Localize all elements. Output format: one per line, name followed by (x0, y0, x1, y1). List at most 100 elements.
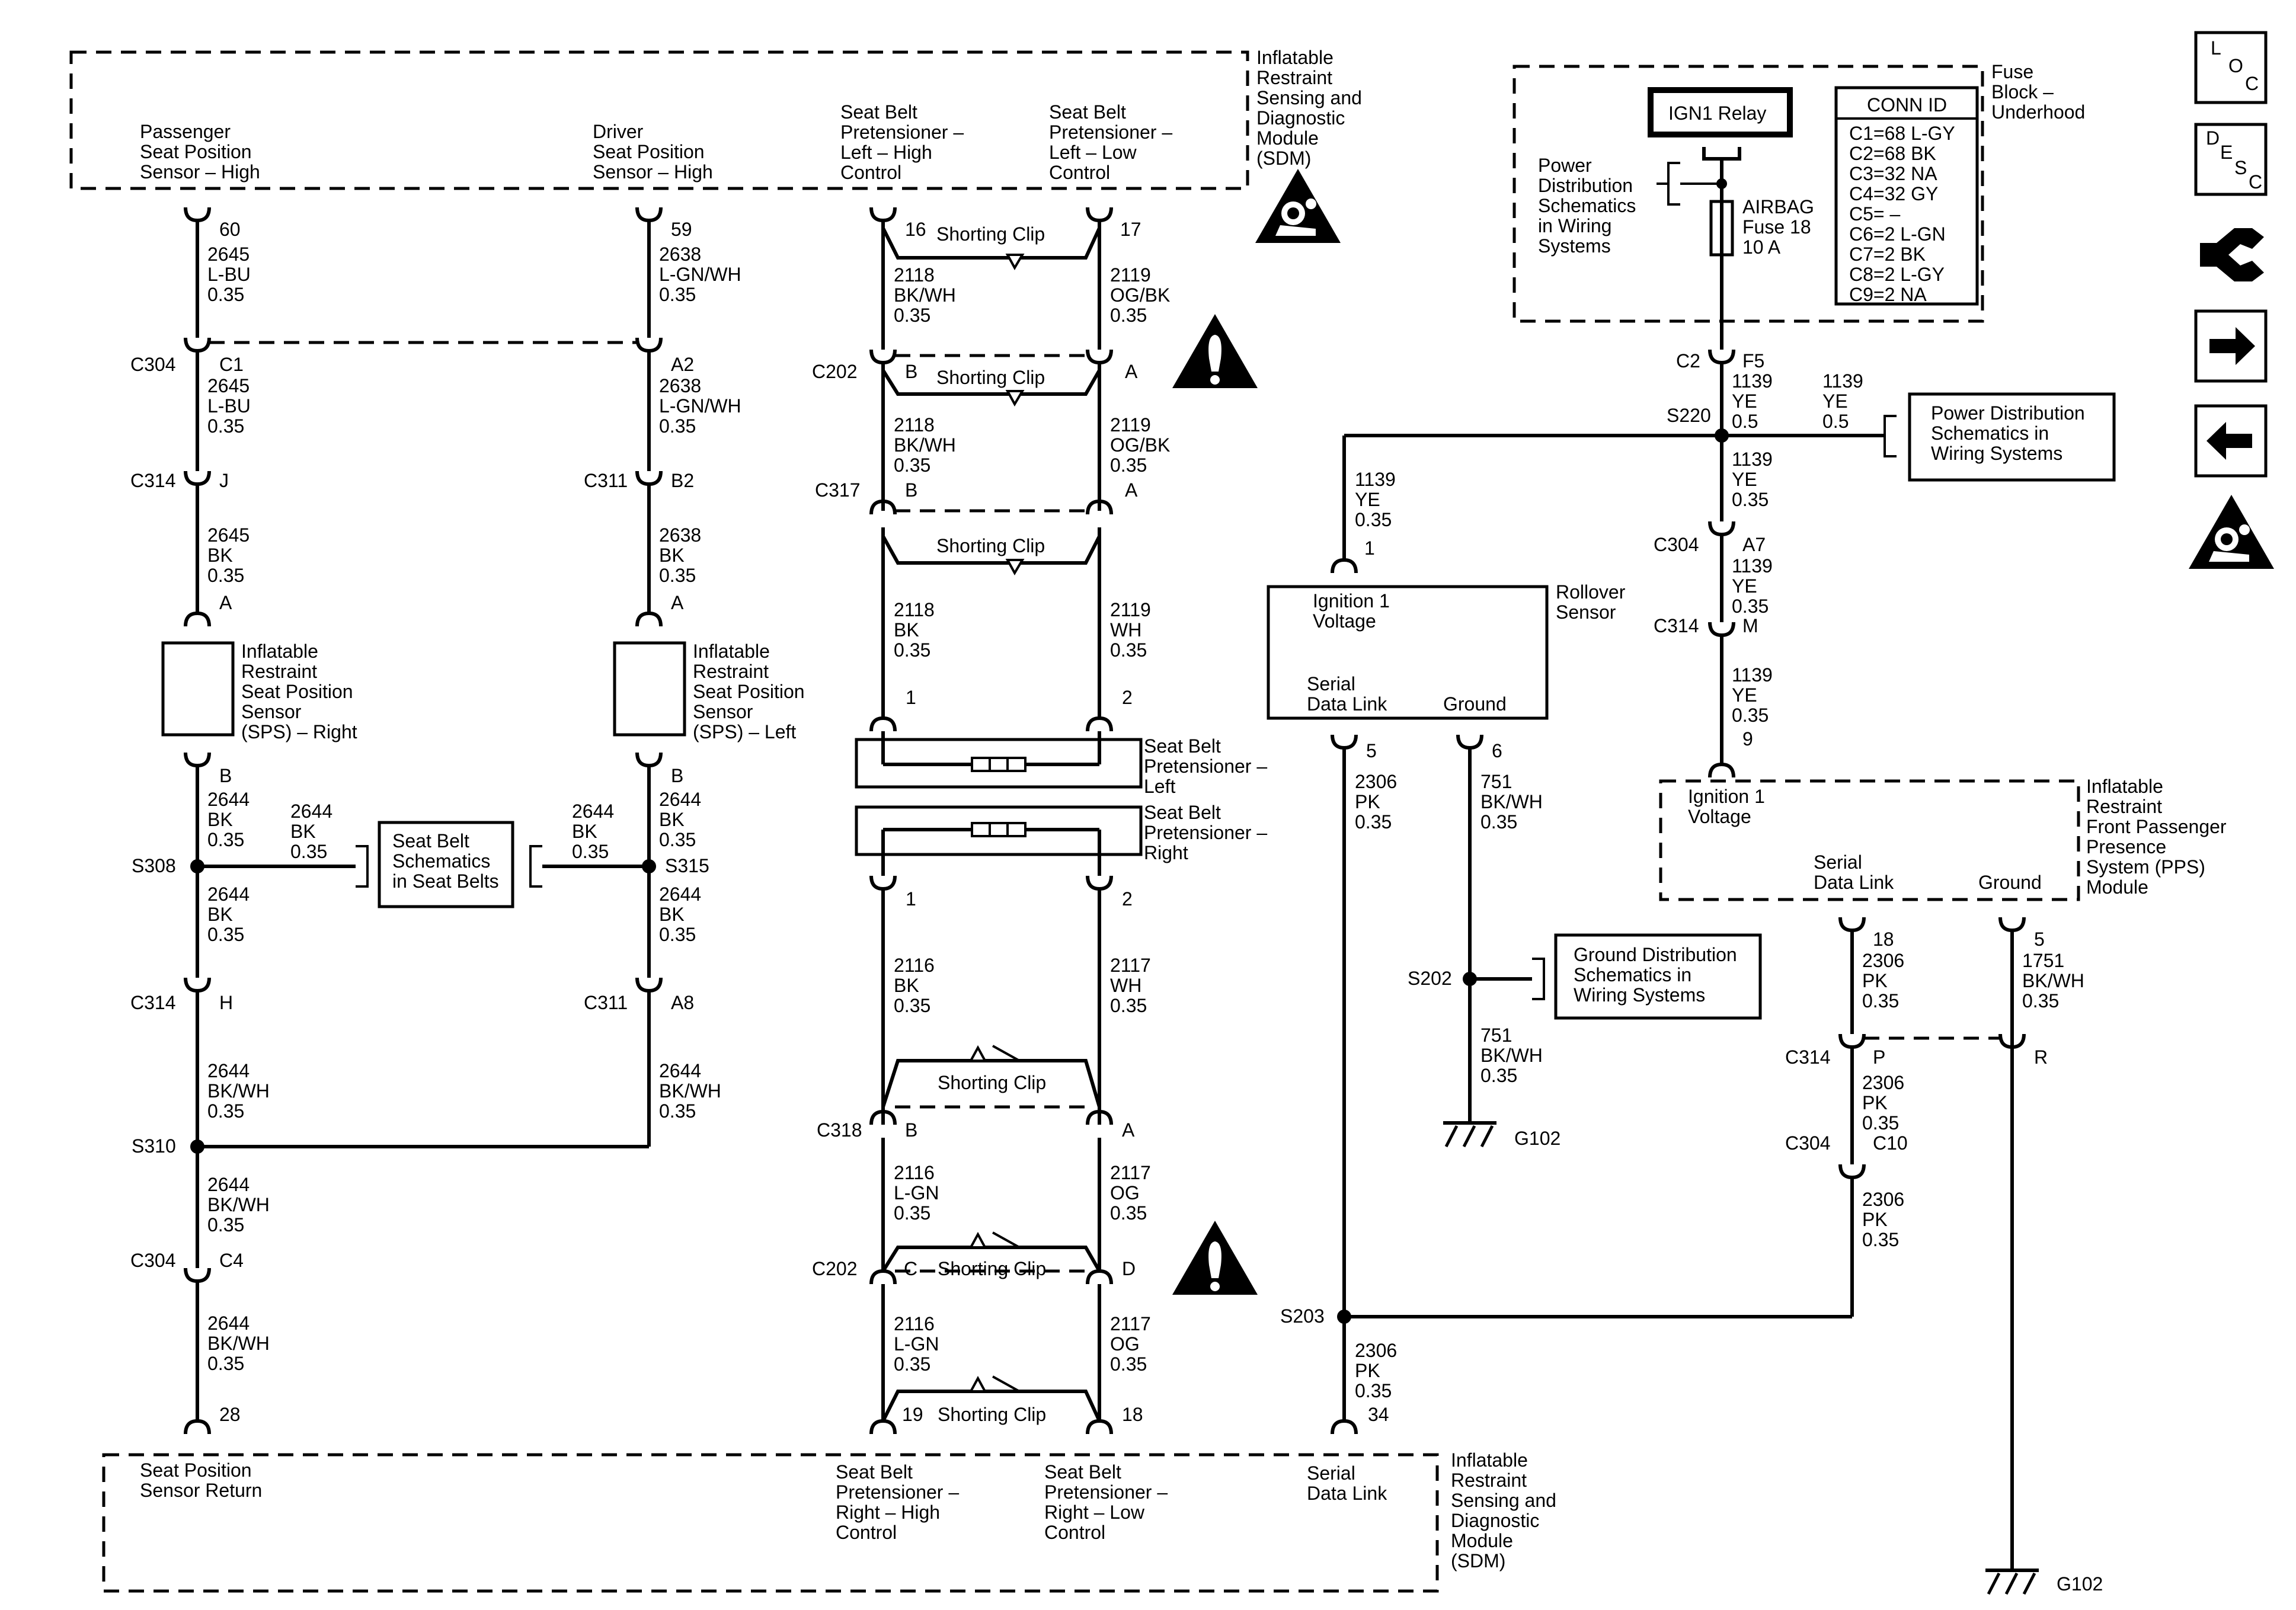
svg-text:Sensor: Sensor (693, 701, 753, 722)
svg-text:OG/BK: OG/BK (1110, 434, 1170, 456)
svg-text:Power Distribution: Power Distribution (1931, 402, 2085, 424)
svg-text:S308: S308 (132, 855, 176, 876)
svg-text:D: D (1122, 1258, 1136, 1279)
svg-text:G102: G102 (1514, 1128, 1560, 1149)
svg-text:1139: 1139 (1732, 449, 1773, 470)
svg-text:2117: 2117 (1110, 955, 1151, 976)
svg-text:Pretensioner –: Pretensioner – (1144, 756, 1267, 777)
svg-text:2644: 2644 (207, 789, 250, 810)
svg-text:C1=68 L-GY: C1=68 L-GY (1849, 123, 1955, 144)
svg-text:5: 5 (2034, 929, 2045, 950)
svg-text:Schematics in: Schematics in (1574, 964, 1691, 985)
svg-text:BK: BK (894, 619, 919, 641)
svg-text:Seat Belt: Seat Belt (1049, 101, 1126, 123)
svg-text:WH: WH (1110, 619, 1141, 641)
svg-text:Sensing and: Sensing and (1451, 1490, 1556, 1511)
svg-text:B: B (219, 765, 232, 786)
pps-module: Inflatable Restraint Front Passenger Pre… (1659, 776, 2227, 1595)
svg-text:751: 751 (1480, 771, 1512, 792)
ground-icon (1443, 1123, 1496, 1147)
svg-text:0.35: 0.35 (659, 924, 696, 945)
svg-text:S202: S202 (1408, 968, 1452, 989)
svg-text:C314: C314 (1785, 1046, 1831, 1068)
svg-text:M: M (1742, 615, 1758, 636)
svg-text:C2=68 BK: C2=68 BK (1849, 143, 1936, 164)
svg-text:Data Link: Data Link (1814, 872, 1894, 893)
sdm-bottom-terminal-serial: Serial Data Link (1307, 1462, 1387, 1504)
svg-text:Seat Position: Seat Position (241, 681, 353, 702)
svg-text:Pretensioner –: Pretensioner – (1144, 822, 1267, 843)
svg-text:Ignition 1: Ignition 1 (1313, 590, 1390, 612)
svg-text:L-GN: L-GN (894, 1182, 939, 1204)
svg-text:C202: C202 (812, 361, 858, 382)
svg-text:C8=2 L-GY: C8=2 L-GY (1849, 264, 1945, 285)
ground-distribution-ref[interactable]: Ground Distribution Schematics in Wiring… (1532, 933, 1762, 1020)
svg-text:9: 9 (1742, 728, 1753, 750)
svg-text:2644: 2644 (659, 884, 701, 905)
svg-text:Sensor – High: Sensor – High (593, 161, 713, 183)
svg-text:Left – High: Left – High (840, 142, 932, 163)
seat-belt-schematics-ref[interactable]: Seat Belt Schematics in Seat Belts (356, 821, 542, 908)
svg-text:2: 2 (1122, 888, 1133, 910)
svg-text:Shorting Clip: Shorting Clip (938, 1072, 1046, 1093)
svg-text:0.35: 0.35 (659, 284, 696, 305)
svg-text:BK: BK (290, 821, 316, 842)
svg-text:0.35: 0.35 (207, 1214, 244, 1235)
passenger-sps-box (161, 641, 235, 737)
svg-text:0.35: 0.35 (894, 1353, 930, 1375)
svg-text:(SPS) – Left: (SPS) – Left (693, 721, 796, 742)
svg-text:Control: Control (840, 162, 901, 183)
svg-text:C3=32 NA: C3=32 NA (1849, 163, 1937, 184)
svg-text:0.35: 0.35 (290, 841, 327, 862)
sdm-top-terminal-passenger: Passenger Seat Position Sensor – High (140, 121, 260, 183)
svg-text:C304: C304 (130, 354, 176, 375)
svg-text:0.35: 0.35 (1480, 811, 1517, 833)
loc-button[interactable]: L O C (2194, 31, 2268, 104)
svg-text:Seat Belt: Seat Belt (1144, 802, 1221, 823)
svg-text:28: 28 (219, 1404, 241, 1425)
svg-text:Pretensioner –: Pretensioner – (1044, 1481, 1168, 1503)
svg-text:59: 59 (671, 219, 692, 240)
next-page-button[interactable] (2194, 309, 2268, 383)
svg-text:Data Link: Data Link (1307, 693, 1387, 715)
svg-text:0.35: 0.35 (1110, 454, 1147, 476)
svg-text:10 A: 10 A (1742, 236, 1781, 258)
svg-text:Inflatable: Inflatable (2086, 776, 2163, 797)
svg-text:BK/WH: BK/WH (207, 1194, 270, 1215)
svg-text:Serial: Serial (1307, 673, 1355, 694)
rollover-sensor-box (1267, 585, 1549, 720)
svg-text:A7: A7 (1742, 534, 1766, 555)
svg-text:0.35: 0.35 (1732, 596, 1769, 617)
svg-text:1139: 1139 (1732, 370, 1773, 392)
svg-text:2119: 2119 (1110, 264, 1151, 286)
svg-text:Ignition 1: Ignition 1 (1688, 786, 1765, 807)
svg-text:C304: C304 (1785, 1132, 1831, 1154)
svg-text:C304: C304 (130, 1250, 176, 1271)
svg-text:Inflatable: Inflatable (693, 641, 770, 662)
svg-text:2644: 2644 (207, 884, 250, 905)
svg-text:0.5: 0.5 (1732, 411, 1758, 432)
arrow-right-icon (2209, 327, 2255, 365)
svg-text:Right – High: Right – High (836, 1502, 940, 1523)
svg-text:Systems: Systems (1538, 235, 1611, 257)
svg-text:Driver: Driver (593, 121, 644, 142)
svg-text:60: 60 (219, 219, 241, 240)
svg-text:Module: Module (1451, 1530, 1513, 1551)
svg-text:A: A (219, 592, 232, 613)
svg-text:Control: Control (1044, 1522, 1105, 1543)
desc-button[interactable]: D E S C (2194, 123, 2268, 196)
svg-text:Seat Position: Seat Position (593, 141, 705, 162)
previous-page-button[interactable] (2194, 404, 2268, 478)
svg-text:2638: 2638 (659, 375, 701, 396)
power-distribution-ref[interactable]: Power Distribution Schematics in Wiring … (1908, 392, 2116, 482)
svg-text:BK/WH: BK/WH (207, 1080, 270, 1102)
svg-text:C2: C2 (1676, 350, 1700, 372)
svg-text:C314: C314 (130, 992, 176, 1013)
svg-text:Restraint: Restraint (693, 661, 769, 682)
svg-text:0.35: 0.35 (1355, 1380, 1392, 1401)
svg-text:2638: 2638 (659, 524, 701, 546)
svg-text:C4: C4 (219, 1250, 244, 1271)
svg-text:2306: 2306 (1355, 1340, 1397, 1361)
component-locator-icon[interactable] (2200, 228, 2264, 281)
